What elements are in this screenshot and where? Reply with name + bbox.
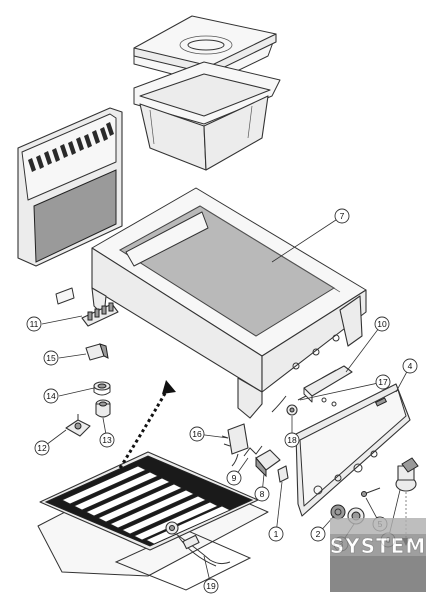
callout-1: 1 bbox=[268, 526, 284, 542]
callout-17: 17 bbox=[375, 374, 391, 390]
callout-19: 19 bbox=[203, 578, 219, 594]
heating-slots bbox=[61, 465, 231, 545]
callout-16: 16 bbox=[189, 426, 205, 442]
svg-text:9: 9 bbox=[232, 473, 237, 483]
svg-text:7: 7 bbox=[340, 211, 345, 221]
control-holes bbox=[292, 334, 340, 370]
part-14-ring bbox=[93, 381, 111, 396]
callout-10: 10 bbox=[374, 316, 390, 332]
callout-18: 18 bbox=[284, 432, 300, 448]
svg-text:1: 1 bbox=[274, 529, 279, 539]
part-19-heating-mat bbox=[37, 451, 269, 591]
part-6-thermostat bbox=[395, 457, 419, 492]
callout-13: 13 bbox=[99, 432, 115, 448]
svg-text:12: 12 bbox=[37, 443, 47, 453]
svg-text:19: 19 bbox=[206, 581, 216, 591]
callout-7: 7 bbox=[334, 208, 350, 224]
gastronorm-pan bbox=[133, 61, 281, 171]
part-12-bracket bbox=[65, 414, 91, 437]
callout-4: 4 bbox=[402, 358, 418, 374]
svg-text:10: 10 bbox=[377, 319, 387, 329]
svg-text:16: 16 bbox=[192, 429, 202, 439]
callout-14: 14 bbox=[43, 388, 59, 404]
part-4-control-panel bbox=[295, 383, 411, 517]
part-18-fitting bbox=[271, 395, 307, 416]
assembly-arrow bbox=[118, 380, 176, 469]
rear-grille-panel bbox=[17, 107, 123, 267]
part-2-knob bbox=[330, 504, 346, 520]
terminal-block bbox=[55, 287, 119, 327]
part-15-box bbox=[85, 343, 109, 361]
part-10-bracket bbox=[303, 365, 353, 407]
system-logo: SYSTEM bbox=[329, 518, 427, 592]
part-16-switch bbox=[221, 423, 249, 467]
svg-text:14: 14 bbox=[46, 391, 56, 401]
grille-slots bbox=[28, 122, 114, 172]
svg-text:15: 15 bbox=[46, 353, 56, 363]
part-9-clip bbox=[243, 445, 263, 457]
callout-15: 15 bbox=[43, 350, 59, 366]
callout-8: 8 bbox=[254, 486, 270, 502]
callout-2: 2 bbox=[310, 526, 326, 542]
part-1-spacer bbox=[277, 465, 289, 483]
svg-text:8: 8 bbox=[260, 489, 265, 499]
svg-text:11: 11 bbox=[30, 319, 39, 329]
callout-9: 9 bbox=[226, 470, 242, 486]
callout-11: 11 bbox=[26, 316, 42, 332]
part-8-relay bbox=[255, 449, 281, 478]
logo-text: SYSTEM bbox=[330, 534, 427, 558]
svg-text:17: 17 bbox=[378, 377, 388, 387]
main-body bbox=[91, 187, 367, 419]
svg-text:2: 2 bbox=[316, 529, 321, 539]
svg-text:4: 4 bbox=[408, 361, 413, 371]
callout-12: 12 bbox=[34, 440, 50, 456]
part-13-knob bbox=[95, 399, 111, 418]
svg-text:18: 18 bbox=[287, 435, 297, 445]
part-5-screw bbox=[361, 487, 381, 497]
svg-text:13: 13 bbox=[102, 435, 112, 445]
